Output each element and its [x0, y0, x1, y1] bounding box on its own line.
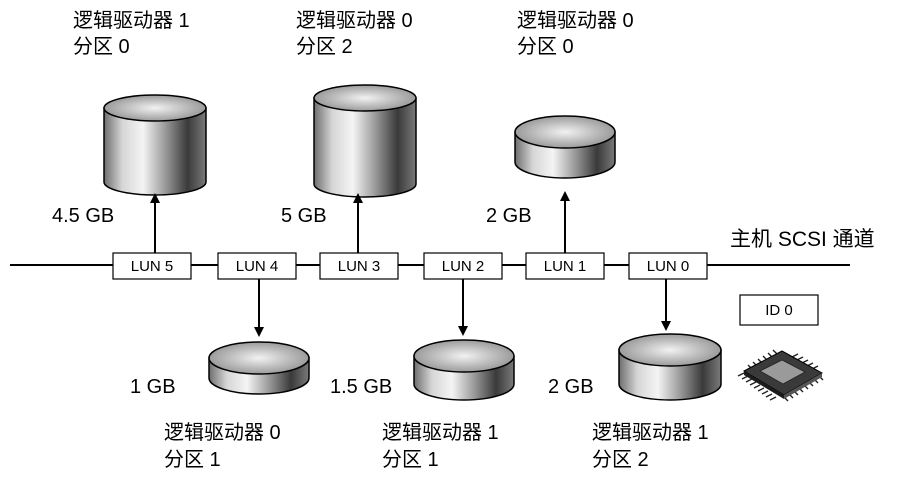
lun-label: LUN 2	[442, 258, 485, 275]
drive-label-lun5: 逻辑驱动器 1 分区 0	[73, 9, 190, 58]
partition-text: 分区 0	[517, 35, 574, 58]
capacity-lun5: 4.5 GB	[52, 205, 114, 227]
disk-lun5	[103, 94, 207, 196]
lun-box-2: LUN 2	[423, 252, 503, 280]
logical-drive-text: 逻辑驱动器 1	[592, 421, 709, 444]
logical-drive-text: 逻辑驱动器 1	[73, 9, 190, 32]
capacity-lun3: 5 GB	[281, 205, 327, 227]
lun-label: LUN 0	[647, 258, 690, 275]
controller-id-box: ID 0	[739, 294, 819, 326]
logical-drive-text: 逻辑驱动器 0	[296, 9, 413, 32]
drive-label-lun4: 逻辑驱动器 0 分区 1	[164, 421, 281, 471]
drive-label-lun0: 逻辑驱动器 1 分区 2	[592, 421, 709, 471]
bus-label: 主机 SCSI 通道	[730, 228, 875, 251]
logical-drive-text: 逻辑驱动器 0	[517, 9, 634, 32]
logical-drive-text: 逻辑驱动器 1	[382, 421, 499, 444]
disk-lun4	[208, 341, 310, 395]
disk-lun3	[313, 84, 417, 198]
lun-box-0: LUN 0	[628, 252, 708, 280]
disk-lun0	[618, 333, 722, 401]
chip-icon	[737, 349, 824, 402]
capacity-lun4: 1 GB	[130, 376, 176, 398]
capacity-lun1: 2 GB	[486, 205, 532, 227]
capacity-lun2: 1.5 GB	[330, 376, 392, 398]
lun-box-4: LUN 4	[217, 252, 297, 280]
lun-box-5: LUN 5	[112, 252, 192, 280]
partition-text: 分区 2	[296, 35, 353, 58]
drive-label-lun1: 逻辑驱动器 0 分区 0	[517, 9, 634, 58]
disk-lun2	[413, 339, 515, 401]
partition-text: 分区 2	[592, 448, 649, 471]
lun-label: LUN 3	[338, 258, 381, 275]
lun-label: LUN 5	[131, 258, 174, 275]
lun-box-3: LUN 3	[319, 252, 399, 280]
partition-text: 分区 0	[73, 35, 130, 58]
drive-label-lun3: 逻辑驱动器 0 分区 2	[296, 9, 413, 58]
disk-lun1	[514, 115, 616, 179]
partition-text: 分区 1	[382, 448, 439, 471]
logical-drive-text: 逻辑驱动器 0	[164, 421, 281, 444]
lun-label: LUN 4	[236, 258, 279, 275]
partition-text: 分区 1	[164, 448, 221, 471]
drive-label-lun2: 逻辑驱动器 1 分区 1	[382, 421, 499, 471]
controller-id-label: ID 0	[765, 302, 793, 319]
capacity-lun0: 2 GB	[548, 376, 594, 398]
lun-box-1: LUN 1	[525, 252, 605, 280]
lun-label: LUN 1	[544, 258, 587, 275]
